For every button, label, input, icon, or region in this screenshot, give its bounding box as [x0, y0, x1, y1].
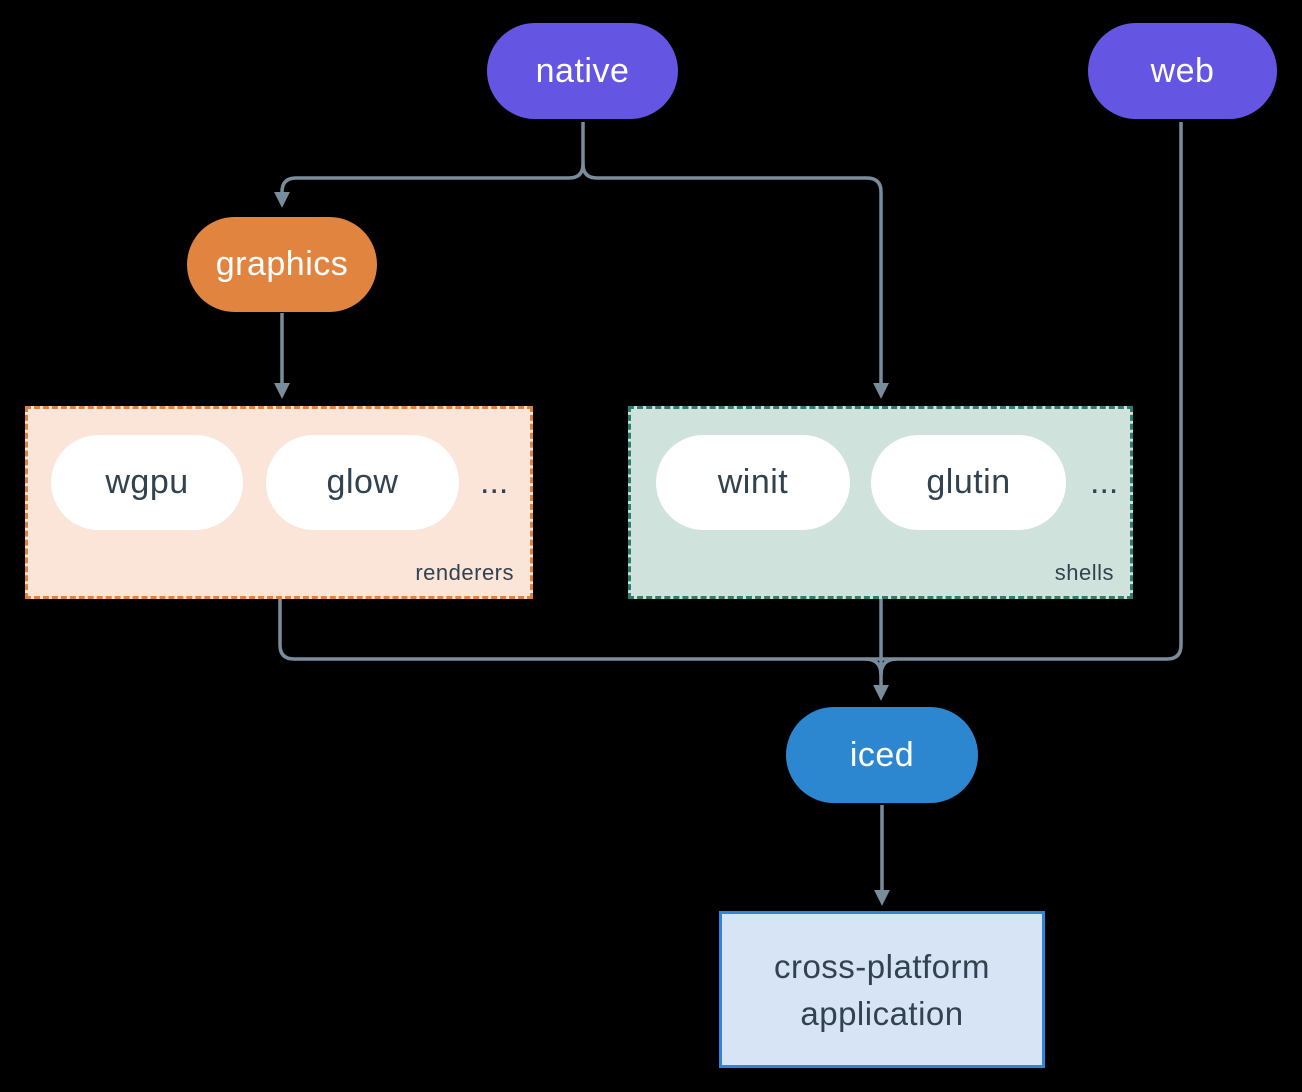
- renderers-group: wgpu glow ... renderers: [25, 406, 533, 599]
- edge-rail-merge-right: [879, 657, 898, 676]
- node-glutin: glutin: [871, 435, 1066, 530]
- node-web: web: [1088, 23, 1277, 119]
- shells-label: shells: [1054, 560, 1114, 585]
- edge-rail-merge-left: [864, 657, 883, 676]
- node-wgpu: wgpu: [51, 435, 243, 530]
- node-native: native: [487, 23, 678, 119]
- edge-native-to-shells: [581, 163, 890, 399]
- node-iced: iced: [786, 707, 978, 803]
- node-winit: winit: [656, 435, 850, 530]
- shells-group: winit glutin ... shells: [628, 406, 1133, 599]
- node-glow: glow: [266, 435, 459, 530]
- renderers-ellipsis: ...: [480, 463, 509, 501]
- node-graphics: graphics: [187, 217, 377, 312]
- shells-ellipsis: ...: [1090, 463, 1119, 501]
- app-box-line2: application: [800, 994, 964, 1032]
- app-box: cross-platform application: [719, 911, 1045, 1068]
- renderers-label: renderers: [415, 560, 514, 585]
- edge-native-to-graphics: [273, 122, 585, 208]
- app-box-line1: cross-platform: [773, 947, 991, 985]
